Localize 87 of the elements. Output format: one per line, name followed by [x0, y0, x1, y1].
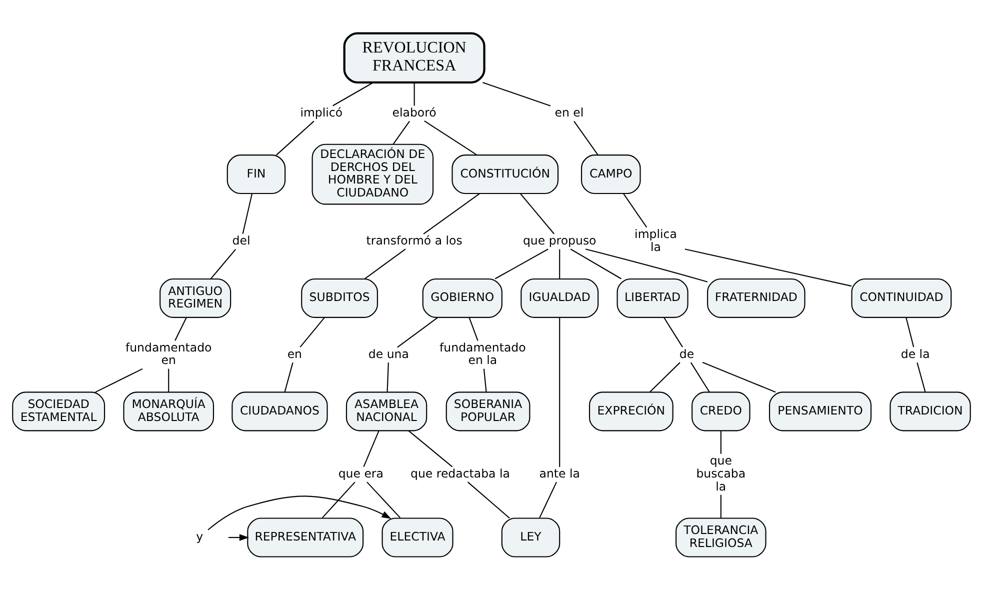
connector [650, 362, 680, 392]
connector [174, 316, 187, 340]
connector [210, 248, 236, 279]
connector [300, 316, 325, 347]
connector [423, 192, 480, 234]
connector [539, 481, 557, 518]
connector [468, 317, 478, 340]
connector [690, 362, 710, 392]
node-box: TOLERANCIA RELIGIOSA [676, 517, 766, 557]
connector [720, 430, 722, 454]
connector [720, 494, 722, 518]
connector [623, 193, 648, 228]
node-box: SUBDITOS [301, 278, 378, 318]
node-text: en [287, 346, 302, 360]
node-text: ante la [539, 466, 580, 480]
connector [168, 368, 170, 392]
node-text: en el [554, 104, 584, 119]
node-box: CONTINUIDAD [851, 278, 952, 318]
connector [366, 481, 401, 518]
node-box: PENSAMIENTO [768, 391, 872, 431]
node-text: de la [900, 346, 930, 360]
node-text: de [679, 346, 694, 360]
connector [397, 316, 438, 348]
node-box: DECLARACIÓN DE DERCHOS DEL HOMBRE Y DEL CIUDADANO [312, 143, 434, 204]
connector [482, 82, 551, 106]
node-text: fundamentado en la [440, 340, 526, 367]
node-box: CIUDADANOS [232, 391, 328, 431]
connector [408, 430, 453, 467]
connector [664, 316, 683, 347]
node-box: IGUALDAD [520, 278, 599, 318]
node-text: de una [368, 346, 409, 360]
connector [702, 361, 776, 392]
node-box: REVOLUCION FRANCESA [343, 32, 486, 83]
connector [559, 317, 560, 466]
node-box: REPRESENTATIVA [247, 517, 364, 557]
node-box: ASAMBLEA NACIONAL [346, 391, 428, 431]
node-box: EXPRECIÓN [588, 391, 674, 431]
node-text: implica la [634, 226, 677, 254]
connector [520, 193, 554, 234]
node-text: transformó a los [366, 233, 462, 248]
connector [559, 248, 560, 278]
connector [574, 120, 598, 155]
connector [483, 368, 487, 392]
node-box: CAMPO [580, 154, 641, 194]
connector [467, 481, 510, 518]
node-box: FIN [226, 154, 286, 194]
connector [414, 82, 415, 106]
node-box: LEY [501, 517, 560, 557]
node-text: fundamentado en [125, 340, 212, 367]
node-text: que redactaba la [410, 466, 510, 480]
node-box: MONARQUÍA ABSOLUTA [123, 391, 214, 431]
connector [684, 248, 852, 286]
connector [284, 362, 294, 392]
connector [424, 120, 478, 155]
node-text: que buscaba la [696, 453, 746, 493]
node-box: LIBERTAD [616, 278, 688, 318]
connector [332, 82, 374, 106]
node-text: que propuso [522, 233, 596, 248]
node-box: SOBERANIA POPULAR [446, 391, 530, 431]
connector [364, 248, 406, 279]
node-box: CREDO [692, 391, 750, 431]
connector [585, 248, 708, 282]
connector [363, 430, 380, 467]
node-text: y [196, 528, 204, 543]
connector [95, 368, 143, 392]
node-box: GOBIERNO [422, 278, 502, 318]
node-box: SOCIEDAD ESTAMENTAL [12, 391, 106, 431]
connector [906, 317, 914, 347]
connector [322, 481, 356, 518]
node-text: del [232, 233, 250, 248]
arrow [208, 495, 392, 530]
node-box: TRADICION [890, 391, 971, 431]
connector [386, 362, 389, 392]
connector [916, 362, 926, 392]
node-box: ELECTIVA [382, 517, 454, 557]
node-box: ANTIGUO REGIMEN [160, 278, 232, 318]
arrow [228, 534, 250, 540]
connector [276, 120, 314, 155]
node-text: que era [338, 466, 384, 480]
node-text: elaboró [392, 104, 436, 119]
node-text: implicó [300, 104, 343, 119]
node-box: FRATERNIDAD [707, 278, 806, 318]
connector [242, 193, 252, 234]
node-box: CONSTITUCIÓN [452, 154, 559, 194]
connector [392, 120, 410, 144]
connector [494, 248, 548, 279]
connector [570, 248, 622, 279]
